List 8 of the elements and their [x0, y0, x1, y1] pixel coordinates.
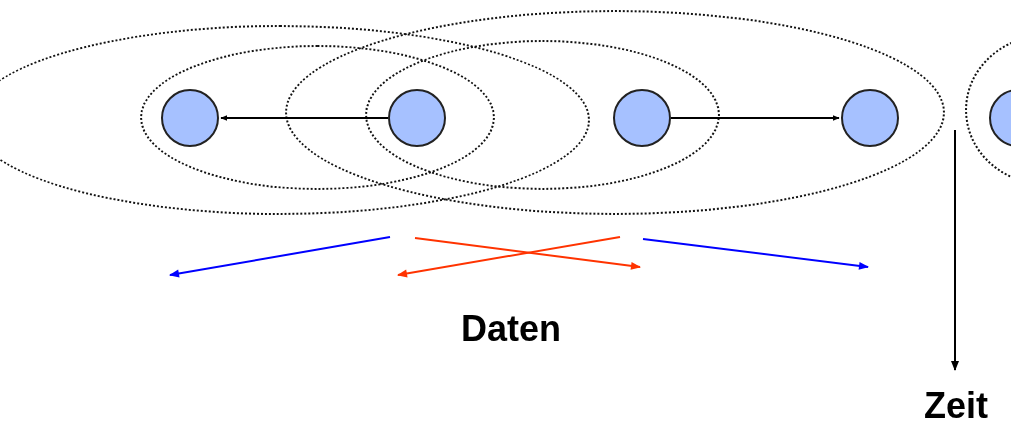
- node-circle: [841, 89, 899, 147]
- arrow: [670, 115, 840, 121]
- node-circle: [388, 89, 446, 147]
- node-circle: [613, 89, 671, 147]
- node-circle: [161, 89, 219, 147]
- arrow: [220, 115, 389, 121]
- axis-label: Daten: [461, 308, 562, 350]
- axis-label: Zeit: [924, 385, 988, 427]
